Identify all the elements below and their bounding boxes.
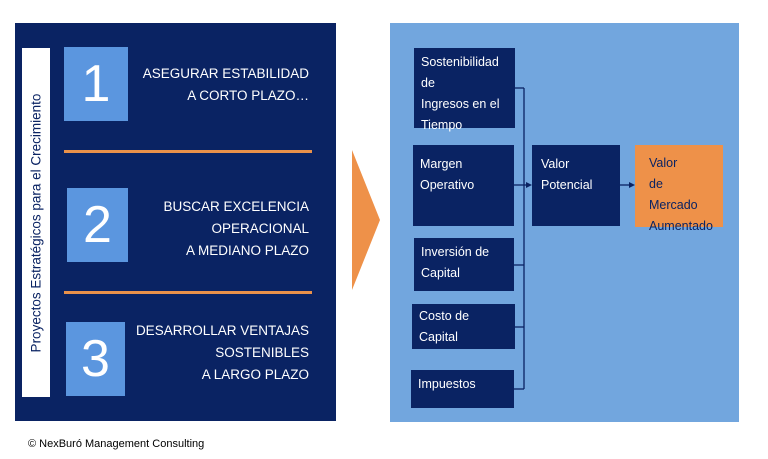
chevron-arrow-icon bbox=[352, 150, 380, 290]
driver-1-line-2: Ingresos en el bbox=[421, 97, 500, 111]
step-1-number: 1 bbox=[64, 47, 128, 121]
driver-3-line-2: Capital bbox=[421, 266, 460, 280]
step-3-line-2: SOSTENIBLES bbox=[215, 345, 309, 360]
copyright-footer: © NexBuró Management Consulting bbox=[28, 438, 205, 450]
driver-revenue-sustainability: Sostenibilidad de Ingresos en el Tiempo bbox=[414, 48, 515, 132]
divider-2 bbox=[64, 291, 312, 294]
market-value-line-3: Aumentado bbox=[649, 219, 713, 233]
step-3-number: 3 bbox=[66, 322, 125, 396]
step-3-text: DESARROLLAR VENTAJAS SOSTENIBLES A LARGO… bbox=[109, 320, 309, 386]
driver-2-line-1: Margen bbox=[420, 157, 463, 171]
step-3-line-1: DESARROLLAR VENTAJAS bbox=[135, 323, 309, 338]
driver-1-line-1: Sostenibilidad de bbox=[421, 55, 499, 90]
step-1-line-1: ASEGURAR ESTABILIDAD bbox=[142, 66, 309, 81]
step-2-line-3: A MEDIANO PLAZO bbox=[185, 243, 309, 258]
vertical-label-text: Proyectos Estratégicos para el Crecimien… bbox=[28, 93, 44, 352]
driver-capital-investment: Inversión de Capital bbox=[414, 238, 514, 291]
step-1-text: ASEGURAR ESTABILIDAD A CORTO PLAZO… bbox=[109, 63, 309, 107]
step-3-line-3: A LARGO PLAZO bbox=[201, 367, 309, 382]
connector-lines bbox=[514, 87, 635, 390]
potential-value-line-2: Potencial bbox=[541, 178, 593, 192]
potential-value-line-1: Valor bbox=[541, 157, 570, 171]
driver-4-line-2: Capital bbox=[419, 330, 458, 344]
step-2-text: BUSCAR EXCELENCIA OPERACIONAL A MEDIANO … bbox=[109, 196, 309, 262]
step-1-line-2: A CORTO PLAZO… bbox=[187, 88, 309, 103]
step-2-line-1: BUSCAR EXCELENCIA bbox=[163, 199, 309, 214]
step-2-number: 2 bbox=[67, 188, 128, 262]
vertical-label: Proyectos Estratégicos para el Crecimien… bbox=[22, 48, 50, 397]
potential-value-box: Valor Potencial bbox=[532, 145, 620, 226]
driver-taxes: Impuestos bbox=[411, 370, 514, 408]
divider-1 bbox=[64, 150, 312, 153]
driver-5-line-1: Impuestos bbox=[418, 377, 476, 391]
increased-market-value-box: Valor de Mercado Aumentado bbox=[635, 145, 723, 233]
driver-cost-of-capital: Costo de Capital bbox=[412, 304, 515, 349]
driver-4-line-1: Costo de bbox=[419, 309, 470, 323]
driver-3-line-1: Inversión de bbox=[421, 245, 490, 259]
step-2-line-2: OPERACIONAL bbox=[211, 221, 309, 236]
driver-2-line-2: Operativo bbox=[420, 178, 475, 192]
driver-1-line-3: Tiempo bbox=[421, 118, 463, 132]
market-value-line-1: Valor bbox=[649, 156, 678, 170]
market-value-line-2: de Mercado bbox=[649, 177, 698, 212]
driver-operating-margin: Margen Operativo bbox=[413, 145, 514, 226]
